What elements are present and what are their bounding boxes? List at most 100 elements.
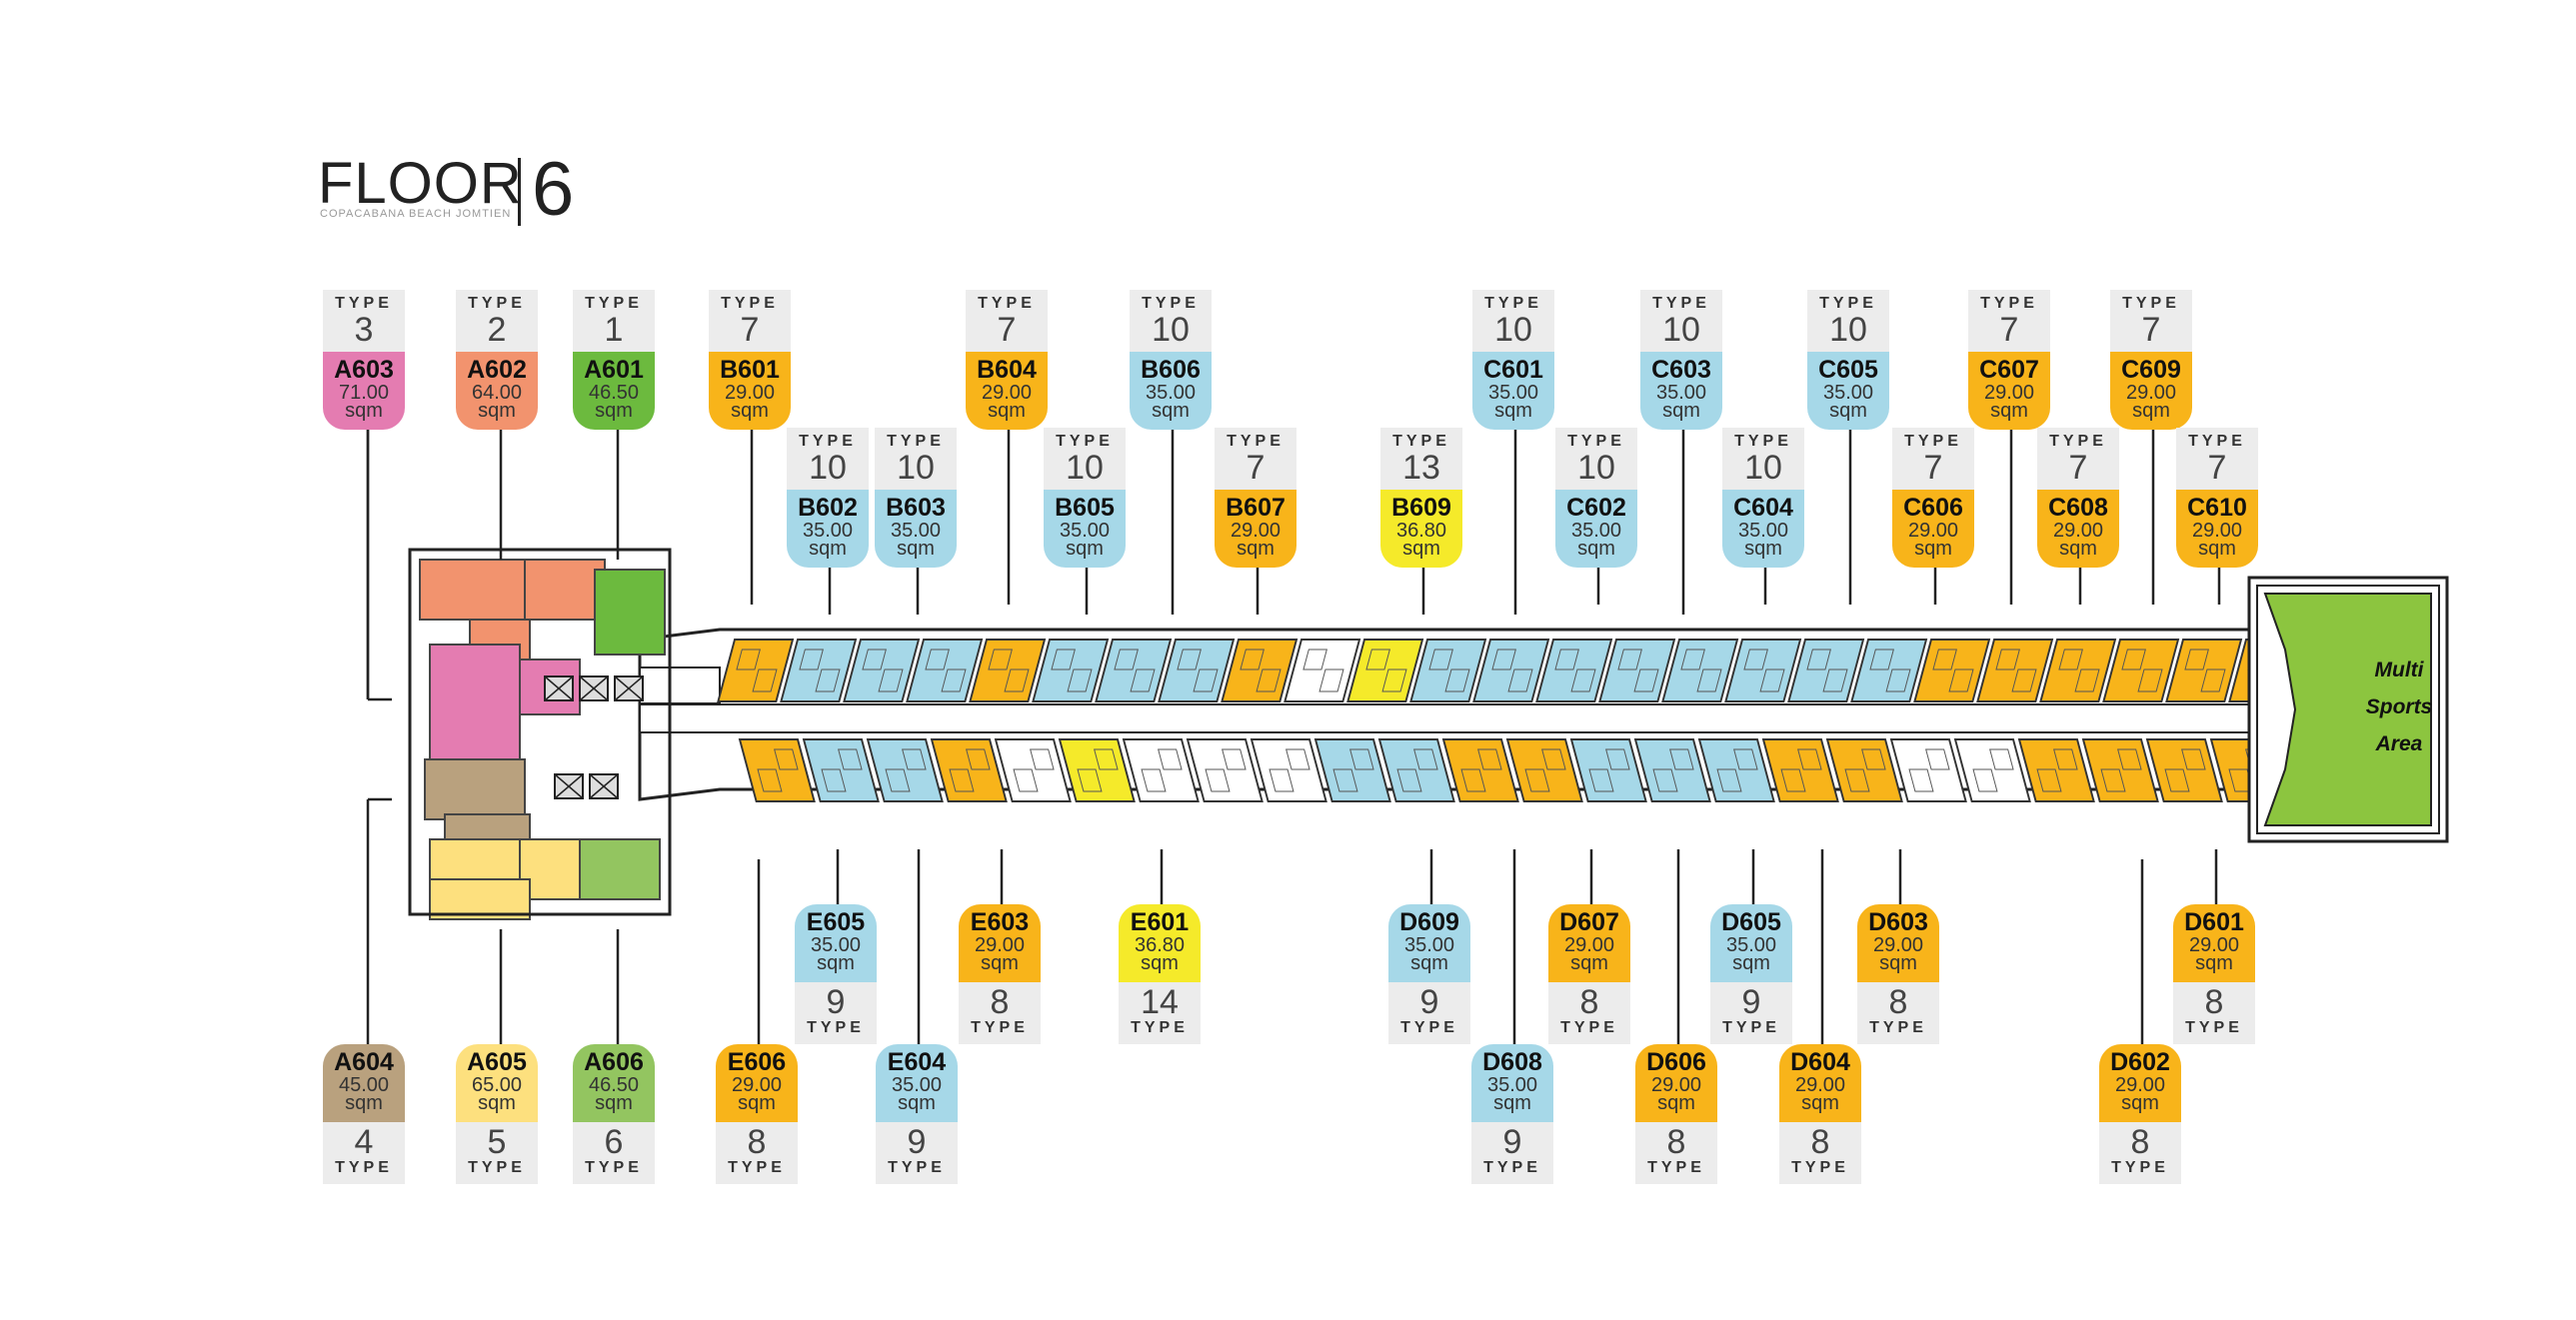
bottom-unit-16: [1761, 738, 1839, 802]
top-unit-0: [717, 639, 795, 702]
unit-area: 29.00: [1563, 934, 1615, 956]
type-label: TYPE: [971, 1019, 1029, 1036]
left-unit-10: [579, 838, 661, 900]
corridor-entry: [639, 666, 721, 704]
type-label: TYPE: [888, 1159, 946, 1176]
unit-id: C607: [1979, 356, 2039, 384]
type-number: 14: [1141, 983, 1179, 1021]
lift-2: [614, 675, 644, 701]
unit-id: A602: [467, 356, 527, 384]
unit-area: 29.00: [2114, 1074, 2166, 1096]
unit-id: A601: [584, 356, 644, 384]
type-label: TYPE: [1560, 1019, 1618, 1036]
type-label: TYPE: [1483, 1159, 1541, 1176]
type-number: 10: [1577, 449, 1615, 487]
type-label: TYPE: [887, 433, 945, 450]
top-unit-9: [1284, 639, 1361, 702]
unit-sqm: sqm: [1410, 952, 1448, 974]
left-unit-11: [429, 878, 531, 920]
type-number: 10: [1662, 311, 1700, 349]
project-name: COPACABANA BEACH JOMTIEN: [320, 208, 512, 220]
unit-id: C609: [2121, 356, 2181, 384]
unit-id: C606: [1903, 494, 1963, 522]
bottom-unit-8: [1250, 738, 1327, 802]
unit-area: 35.00: [1145, 382, 1197, 404]
type-number: 7: [740, 311, 760, 349]
unit-id: C610: [2187, 494, 2247, 522]
unit-area: 29.00: [2052, 520, 2104, 542]
unit-sqm: sqm: [1237, 538, 1275, 560]
lift-1: [579, 675, 609, 701]
type-number: 13: [1402, 449, 1440, 487]
unit-id: A606: [584, 1048, 644, 1076]
unit-sqm: sqm: [1141, 952, 1179, 974]
unit-sqm: sqm: [897, 538, 935, 560]
bottom-unit-18: [1889, 738, 1967, 802]
unit-id: D604: [1790, 1048, 1850, 1076]
unit-area: 35.00: [1486, 1074, 1538, 1096]
bottom-unit-6: [1122, 738, 1200, 802]
bottom-unit-10: [1377, 738, 1455, 802]
unit-area: 35.00: [1570, 520, 1622, 542]
bottom-unit-22: [2145, 738, 2223, 802]
type-label: TYPE: [799, 433, 857, 450]
type-number: 10: [1494, 311, 1532, 349]
unit-area: 35.00: [1059, 520, 1111, 542]
top-unit-20: [1976, 639, 2054, 702]
unit-id: B607: [1226, 494, 1286, 522]
left-block-outline: [408, 548, 672, 916]
type-label: TYPE: [1400, 1019, 1458, 1036]
type-label: TYPE: [1722, 1019, 1780, 1036]
unit-sqm: sqm: [2132, 400, 2170, 422]
unit-id: D602: [2110, 1048, 2170, 1076]
unit-id: E606: [727, 1048, 787, 1076]
unit-area: 46.50: [588, 1074, 640, 1096]
top-unit-5: [1032, 639, 1110, 702]
unit-sqm: sqm: [2121, 1092, 2159, 1114]
unit-sqm: sqm: [2195, 952, 2233, 974]
bottom-unit-17: [1825, 738, 1903, 802]
type-label: TYPE: [1567, 433, 1625, 450]
unit-area: 29.00: [1872, 934, 1924, 956]
type-label: TYPE: [2122, 295, 2180, 312]
unit-sqm: sqm: [1990, 400, 2028, 422]
top-unit-16: [1724, 639, 1802, 702]
type-label: TYPE: [1904, 433, 1962, 450]
floor-word: FLOOR: [318, 151, 523, 216]
left-unit-6: [424, 758, 526, 820]
type-label: TYPE: [1652, 295, 1710, 312]
top-unit-18: [1850, 639, 1928, 702]
type-number: 10: [809, 449, 847, 487]
